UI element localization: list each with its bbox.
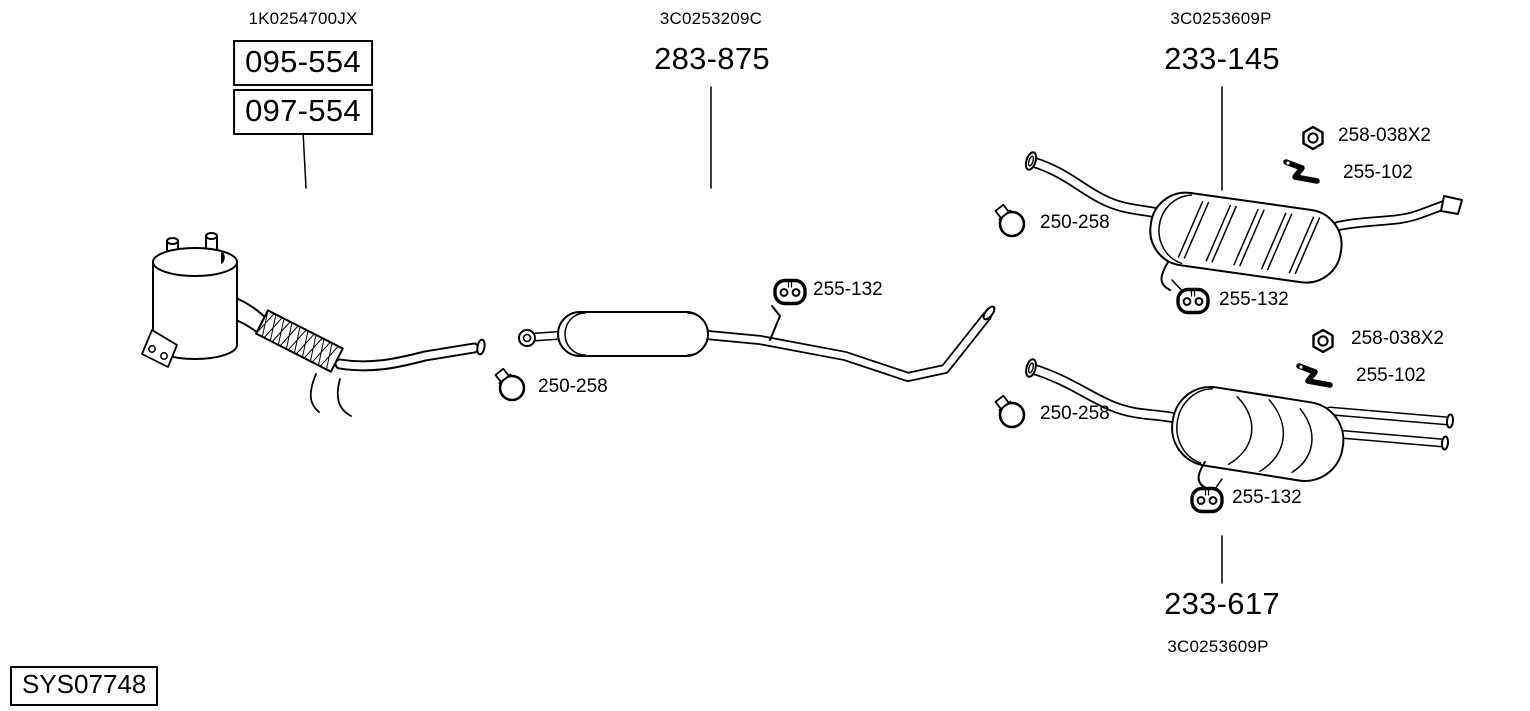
rubber-mount-icon: [773, 278, 807, 306]
oem-number-center: 3C0253209C: [659, 9, 763, 28]
clamp-label-center: 250-258: [538, 376, 608, 397]
part-number-catalyst-2: 097-554: [233, 89, 373, 135]
nut-label-rear-bottom: 258-038X2: [1351, 328, 1444, 349]
hanger-bracket-icon: [1283, 159, 1320, 184]
center-muffler-drawing: [518, 305, 996, 382]
rear-muffler-233-617-drawing: [1025, 358, 1455, 493]
system-id-badge: SYS07748: [10, 666, 159, 706]
rubber-mount-icon: [1176, 287, 1210, 315]
bracket-label-rear-top: 255-102: [1343, 162, 1413, 183]
oem-number-rear-top: 3C0253609P: [1170, 9, 1272, 28]
part-number-center: 283-875: [654, 41, 770, 76]
clamp-icon: [494, 367, 526, 402]
nut-icon: [1312, 328, 1334, 354]
hanger-bracket-icon: [1296, 363, 1333, 388]
clamp-label-rear-bottom: 250-258: [1040, 403, 1110, 424]
clamp-icon: [994, 394, 1026, 429]
part-number-rear-bottom: 233-617: [1164, 586, 1280, 621]
oem-number-rear-bottom: 3C0253609P: [1167, 637, 1269, 656]
bracket-label-rear-bottom: 255-102: [1356, 365, 1426, 386]
mount-label-rear-bottom: 255-132: [1232, 487, 1302, 508]
oem-number-catalyst: 1K0254700JX: [248, 9, 358, 28]
catalyst-dpf-drawing: [141, 232, 486, 417]
rubber-mount-icon: [1190, 486, 1224, 514]
nut-label-rear-top: 258-038X2: [1338, 125, 1431, 146]
leader-lines: [302, 86, 1223, 584]
mount-label-center: 255-132: [813, 279, 883, 300]
part-number-catalyst-1: 095-554: [233, 40, 373, 86]
mount-label-rear-top: 255-132: [1219, 289, 1289, 310]
rear-muffler-233-145-drawing: [1024, 151, 1463, 296]
flex-braid: [255, 309, 344, 373]
clamp-icon: [994, 203, 1026, 238]
part-number-rear-top: 233-145: [1164, 41, 1280, 76]
nut-icon: [1302, 125, 1324, 151]
clamp-label-rear-top: 250-258: [1040, 212, 1110, 233]
